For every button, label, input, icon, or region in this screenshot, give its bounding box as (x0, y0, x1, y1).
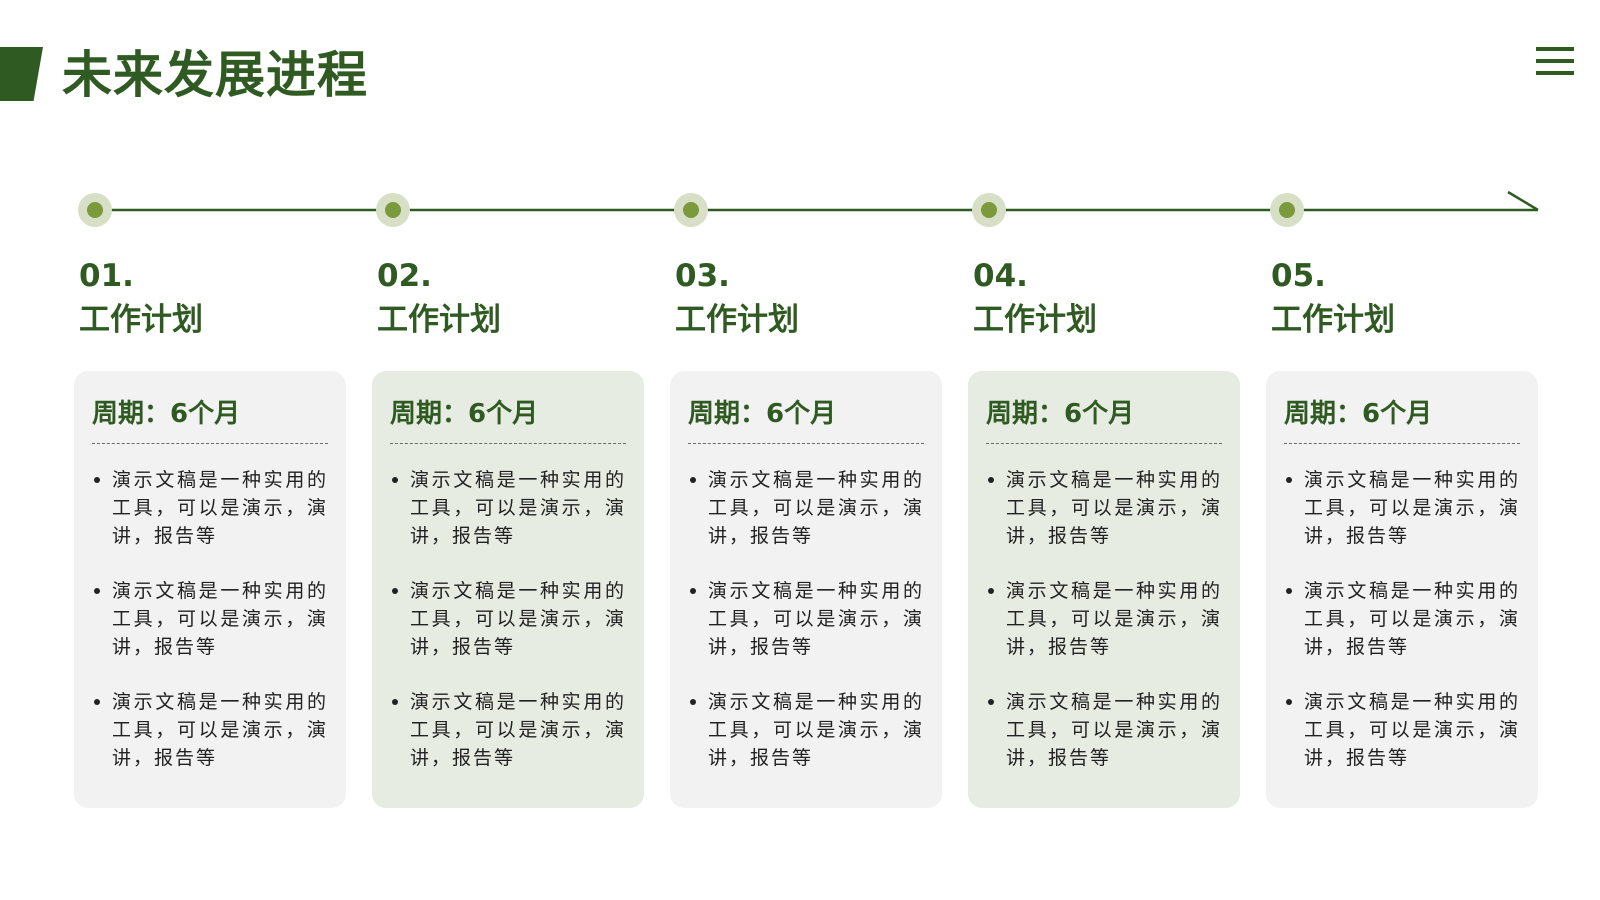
step-card-2: 周期：6个月 演示文稿是一种实用的工具，可以是演示，演讲，报告等 演示文稿是一种… (372, 371, 644, 808)
step-title: 工作计划 (973, 302, 1097, 338)
bullet-dot-icon (988, 477, 994, 483)
list-item: 演示文稿是一种实用的工具，可以是演示，演讲，报告等 (390, 688, 626, 772)
list-item: 演示文稿是一种实用的工具，可以是演示，演讲，报告等 (1284, 466, 1520, 550)
period-label: 周期：6个月 (986, 395, 1222, 444)
step-title: 工作计划 (79, 302, 203, 338)
list-item: 演示文稿是一种实用的工具，可以是演示，演讲，报告等 (986, 688, 1222, 772)
step-number: 01. (79, 258, 134, 294)
step-header-5: 05. 工作计划 (1271, 258, 1551, 340)
bullet-dot-icon (392, 588, 398, 594)
step-card-3: 周期：6个月 演示文稿是一种实用的工具，可以是演示，演讲，报告等 演示文稿是一种… (670, 371, 942, 808)
bullet-dot-icon (1286, 699, 1292, 705)
list-item: 演示文稿是一种实用的工具，可以是演示，演讲，报告等 (92, 688, 328, 772)
timeline-svg (78, 190, 1539, 227)
period-label: 周期：6个月 (1284, 395, 1520, 444)
bullet-dot-icon (988, 588, 994, 594)
step-card-1: 周期：6个月 演示文稿是一种实用的工具，可以是演示，演讲，报告等 演示文稿是一种… (74, 371, 346, 808)
timeline-node-dot (683, 202, 699, 218)
bullet-dot-icon (392, 699, 398, 705)
list-item: 演示文稿是一种实用的工具，可以是演示，演讲，报告等 (92, 577, 328, 661)
title-accent-bar (0, 47, 43, 101)
timeline (0, 180, 1600, 240)
step-number: 05. (1271, 258, 1326, 294)
bullet-dot-icon (94, 699, 100, 705)
step-number: 04. (973, 258, 1028, 294)
list-item: 演示文稿是一种实用的工具，可以是演示，演讲，报告等 (986, 577, 1222, 661)
bullet-list: 演示文稿是一种实用的工具，可以是演示，演讲，报告等 演示文稿是一种实用的工具，可… (688, 466, 924, 772)
bullet-list: 演示文稿是一种实用的工具，可以是演示，演讲，报告等 演示文稿是一种实用的工具，可… (1284, 466, 1520, 772)
bullet-list: 演示文稿是一种实用的工具，可以是演示，演讲，报告等 演示文稿是一种实用的工具，可… (986, 466, 1222, 772)
list-item: 演示文稿是一种实用的工具，可以是演示，演讲，报告等 (1284, 688, 1520, 772)
list-item: 演示文稿是一种实用的工具，可以是演示，演讲，报告等 (688, 466, 924, 550)
step-title: 工作计划 (1271, 302, 1395, 338)
timeline-node-dot (385, 202, 401, 218)
step-header-3: 03. 工作计划 (675, 258, 955, 340)
bullet-dot-icon (690, 588, 696, 594)
bullet-dot-icon (94, 588, 100, 594)
bullet-dot-icon (1286, 588, 1292, 594)
list-item: 演示文稿是一种实用的工具，可以是演示，演讲，报告等 (688, 577, 924, 661)
bullet-dot-icon (94, 477, 100, 483)
period-label: 周期：6个月 (92, 395, 328, 444)
list-item: 演示文稿是一种实用的工具，可以是演示，演讲，报告等 (1284, 577, 1520, 661)
hamburger-menu-icon[interactable] (1536, 47, 1574, 75)
page-title: 未来发展进程 (62, 46, 368, 104)
step-number: 02. (377, 258, 432, 294)
step-title: 工作计划 (675, 302, 799, 338)
list-item: 演示文稿是一种实用的工具，可以是演示，演讲，报告等 (688, 688, 924, 772)
step-title: 工作计划 (377, 302, 501, 338)
bullet-list: 演示文稿是一种实用的工具，可以是演示，演讲，报告等 演示文稿是一种实用的工具，可… (390, 466, 626, 772)
list-item: 演示文稿是一种实用的工具，可以是演示，演讲，报告等 (92, 466, 328, 550)
step-header-4: 04. 工作计划 (973, 258, 1253, 340)
bullet-dot-icon (1286, 477, 1292, 483)
timeline-arrow-icon (1507, 190, 1539, 212)
step-header-1: 01. 工作计划 (79, 258, 359, 340)
timeline-node-dot (981, 202, 997, 218)
list-item: 演示文稿是一种实用的工具，可以是演示，演讲，报告等 (390, 466, 626, 550)
period-label: 周期：6个月 (688, 395, 924, 444)
step-number: 03. (675, 258, 730, 294)
timeline-node-dot (87, 202, 103, 218)
step-card-4: 周期：6个月 演示文稿是一种实用的工具，可以是演示，演讲，报告等 演示文稿是一种… (968, 371, 1240, 808)
bullet-list: 演示文稿是一种实用的工具，可以是演示，演讲，报告等 演示文稿是一种实用的工具，可… (92, 466, 328, 772)
bullet-dot-icon (988, 699, 994, 705)
step-card-5: 周期：6个月 演示文稿是一种实用的工具，可以是演示，演讲，报告等 演示文稿是一种… (1266, 371, 1538, 808)
list-item: 演示文稿是一种实用的工具，可以是演示，演讲，报告等 (986, 466, 1222, 550)
list-item: 演示文稿是一种实用的工具，可以是演示，演讲，报告等 (390, 577, 626, 661)
timeline-node-dot (1279, 202, 1295, 218)
bullet-dot-icon (690, 477, 696, 483)
step-header-2: 02. 工作计划 (377, 258, 657, 340)
bullet-dot-icon (392, 477, 398, 483)
bullet-dot-icon (690, 699, 696, 705)
period-label: 周期：6个月 (390, 395, 626, 444)
